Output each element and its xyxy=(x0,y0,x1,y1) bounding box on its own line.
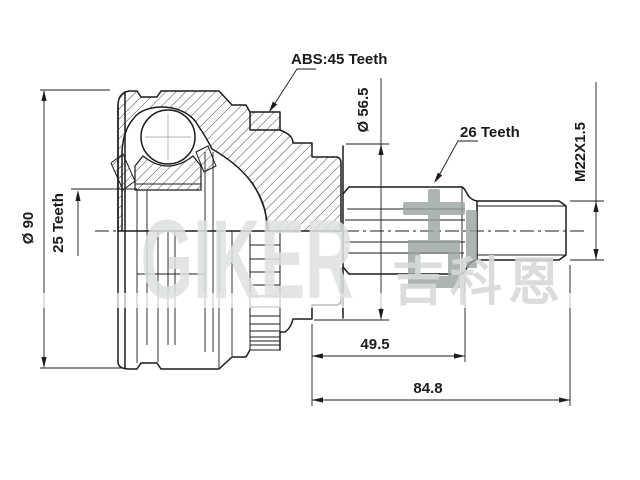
dimension-flange-diameter: Ø 56.5 xyxy=(314,78,389,321)
watermark-brand-text: GIKER xyxy=(141,196,354,322)
watermark-logo-glyph xyxy=(403,189,477,288)
outer-spline-text: 26 Teeth xyxy=(460,124,520,141)
thread-spec-text: M22X1.5 xyxy=(572,122,589,182)
ball-bearing xyxy=(140,109,196,165)
watermark: GIKER 吉科恩 xyxy=(0,189,640,322)
label-inner-spline: 25 Teeth xyxy=(50,188,137,256)
flange-diameter-text: Ø 56.5 xyxy=(355,87,372,132)
inner-spline-text: 25 Teeth xyxy=(50,193,67,253)
label-outer-spline: 26 Teeth xyxy=(434,124,520,183)
spline-length-text: 49.5 xyxy=(360,336,389,353)
inner-race-section xyxy=(134,155,202,191)
dimension-body-diameter: Ø 90 xyxy=(20,89,122,369)
dimension-spline-length: 49.5 xyxy=(311,278,466,406)
watermark-band xyxy=(0,293,640,308)
abs-ring-text: ABS:45 Teeth xyxy=(291,51,387,68)
watermark-cn-text: 吉科恩 xyxy=(392,254,566,312)
dimension-overall-length: 84.8 xyxy=(312,265,571,406)
overall-length-text: 84.8 xyxy=(413,380,442,397)
dimension-thread-spec: M22X1.5 xyxy=(570,82,604,261)
label-abs-ring: ABS:45 Teeth xyxy=(269,51,387,112)
body-diameter-text: Ø 90 xyxy=(20,212,37,245)
threaded-end xyxy=(476,200,567,261)
